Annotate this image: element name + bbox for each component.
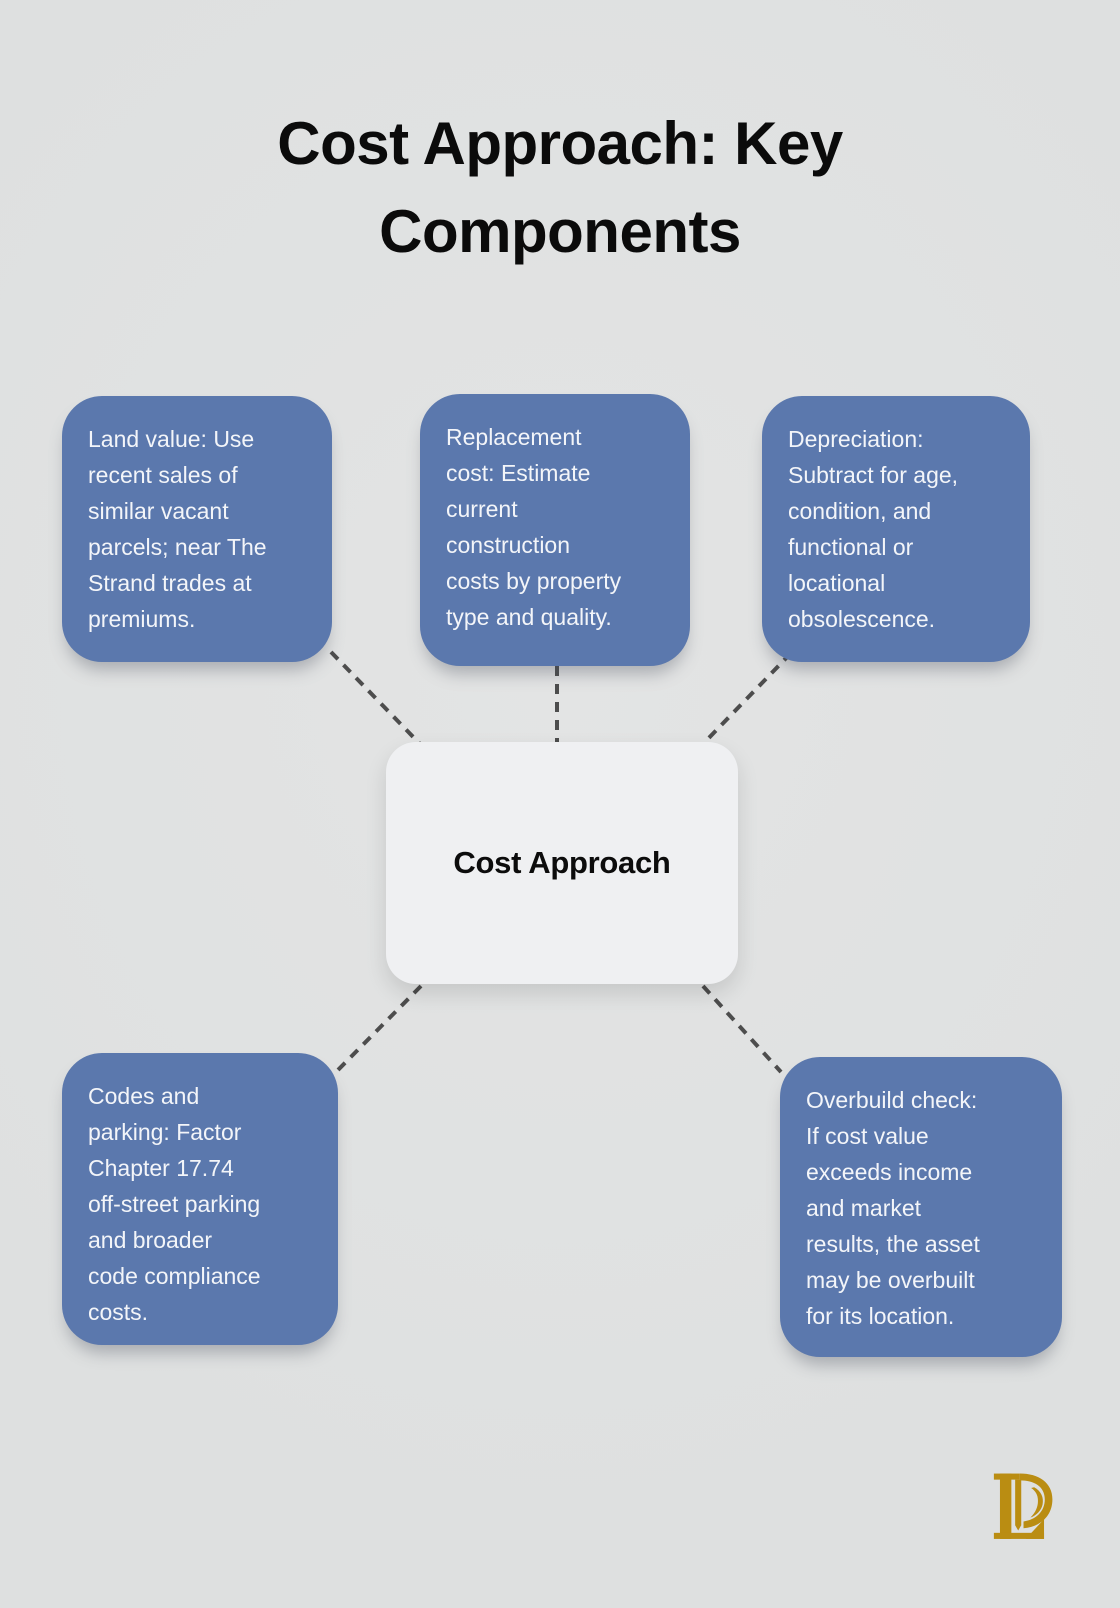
- page-title: Cost Approach: Key Components: [277, 110, 843, 266]
- connector-codes-parking: [333, 984, 423, 1075]
- brand-logo: [984, 1466, 1060, 1548]
- node-overbuild-check-text: Overbuild check: If cost value exceeds i…: [806, 1087, 980, 1329]
- node-land-value: Land value: Use recent sales of similar …: [62, 396, 332, 662]
- connector-overbuild-check: [701, 984, 783, 1074]
- connector-depreciation: [701, 651, 793, 746]
- node-depreciation-text: Depreciation: Subtract for age, conditio…: [788, 426, 959, 632]
- center-node-label: Cost Approach: [453, 845, 671, 880]
- lp-monogram-icon: [993, 1473, 1053, 1539]
- node-depreciation: Depreciation: Subtract for age, conditio…: [762, 396, 1030, 662]
- node-replacement-cost-text: Replacement cost: Estimate current const…: [446, 424, 622, 630]
- connector-land-value: [329, 650, 422, 746]
- node-overbuild-check: Overbuild check: If cost value exceeds i…: [780, 1057, 1062, 1357]
- center-node-cost-approach: Cost Approach: [386, 742, 738, 984]
- node-codes-parking-text: Codes and parking: Factor Chapter 17.74 …: [88, 1083, 261, 1325]
- node-codes-parking: Codes and parking: Factor Chapter 17.74 …: [62, 1053, 338, 1345]
- node-replacement-cost: Replacement cost: Estimate current const…: [420, 394, 690, 666]
- node-land-value-text: Land value: Use recent sales of similar …: [88, 426, 267, 632]
